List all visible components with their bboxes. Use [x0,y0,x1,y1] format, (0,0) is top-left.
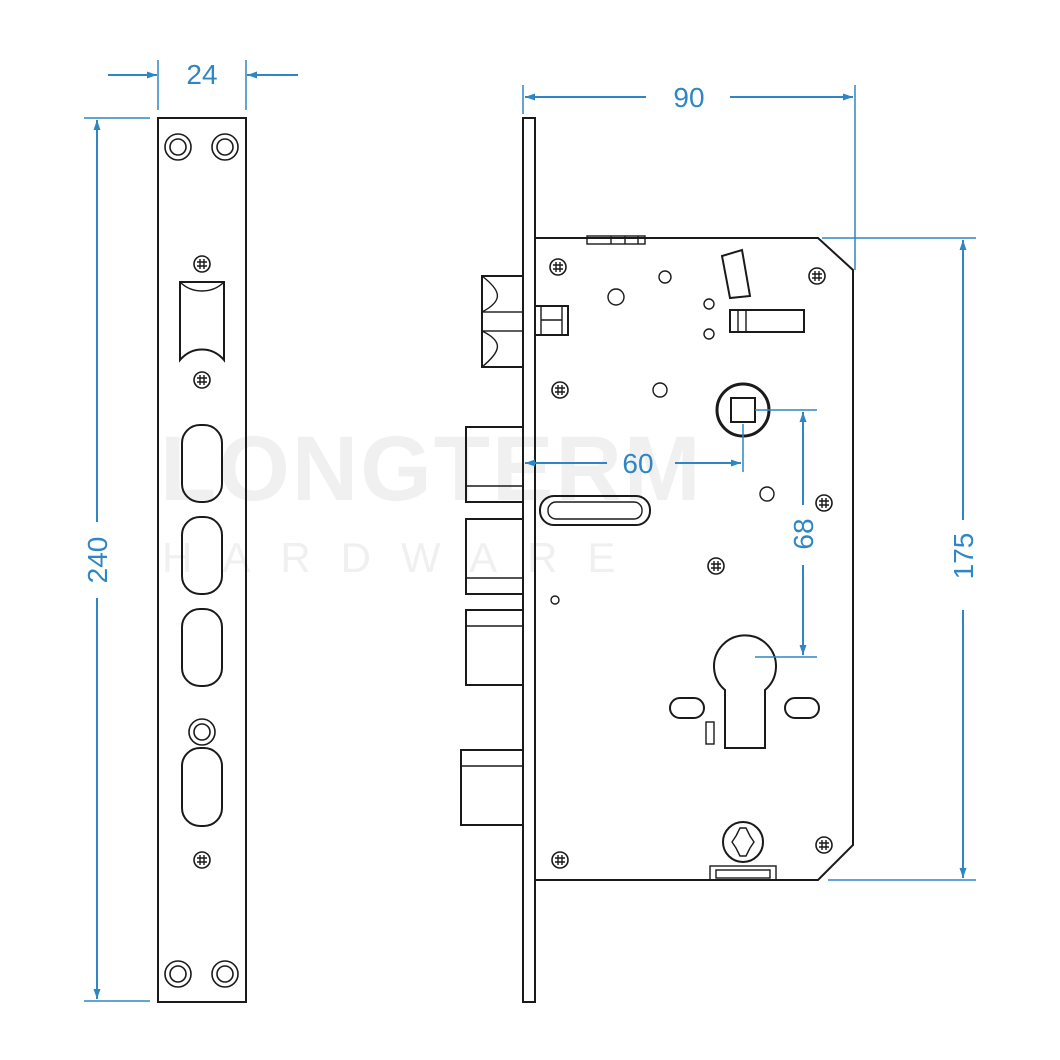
bolt-slot [181,516,223,595]
dimension-body-width: 90 [522,82,856,270]
mount-hole [164,133,192,161]
cylinder-screw-slot [784,697,820,719]
screw-icon [551,851,569,869]
mount-hole [164,960,192,988]
dimension-label: 68 [788,518,819,549]
screw-icon [193,371,211,389]
bottom-hub [722,821,764,863]
cylinder-screw-slot [669,697,705,719]
auxiliary-hole [188,718,216,746]
dimension-label: 60 [622,448,653,479]
dimension-label: 240 [82,537,113,584]
screw-icon [193,851,211,869]
watermark-sub: HARDWARE [162,534,645,581]
screw-icon [808,267,826,285]
screw-icon [707,557,725,575]
bolt-slot [181,424,223,503]
bolt-slot [181,747,223,827]
slide-block [729,309,805,333]
latch-cutout [179,281,225,363]
dimension-backset: 60 [525,424,744,479]
faceplate-front-view [157,117,247,1003]
mount-hole [211,133,239,161]
dimension-label: 24 [186,59,217,90]
mount-hole [211,960,239,988]
latch-bolt [481,275,524,368]
lever [720,248,752,300]
guide-slot [539,495,651,526]
dead-bolt [465,609,524,686]
screw-icon [551,381,569,399]
dimension-label: 175 [948,533,979,580]
screw-icon [193,255,211,273]
dimension-center-distance: 68 [755,409,819,658]
lock-body-side-view [460,117,854,1003]
watermark-brand: LONGTERM [160,418,702,520]
dimension-faceplate-width: 24 [108,59,298,110]
screw-icon [815,836,833,854]
dimension-body-height: 175 [822,237,979,881]
auxiliary-bolt [460,749,524,826]
dimension-faceplate-height: 240 [82,117,150,1002]
dimension-label: 90 [673,82,704,113]
dead-bolt [465,426,524,503]
screw-icon [549,258,567,276]
cylinder-cutout [713,634,777,749]
dead-bolt [465,518,524,595]
screw-icon [815,494,833,512]
bolt-slot [181,608,223,687]
